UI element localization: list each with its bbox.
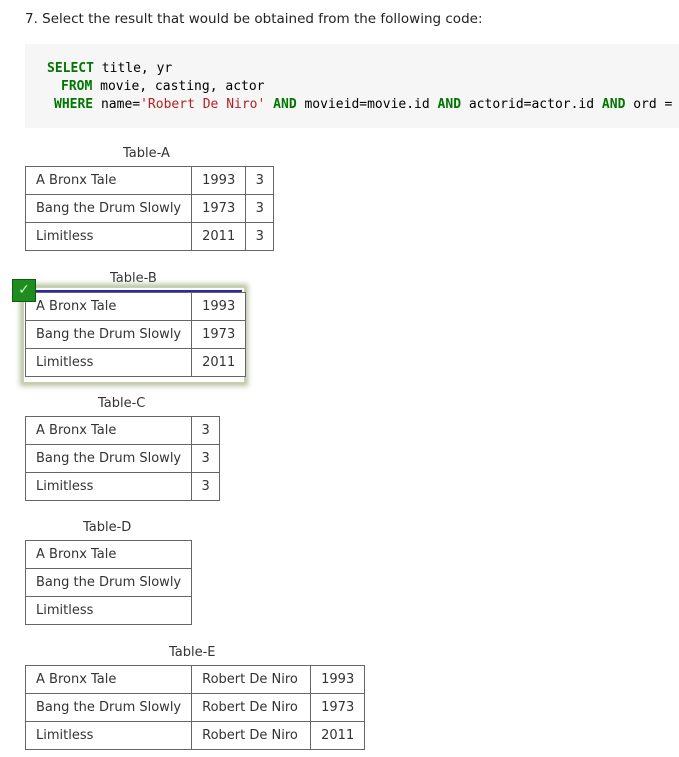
option-table-c[interactable]: A Bronx Tale 3 Bang the Drum Slowly 3 Li… (24, 416, 221, 501)
cell-ord: 3 (191, 472, 221, 501)
cell-year: 2011 (191, 222, 247, 251)
cell-title: A Bronx Tale (24, 292, 193, 321)
table-row: A Bronx Tale 1993 (24, 292, 247, 321)
cell-year: 1993 (310, 665, 366, 694)
cell-title: Bang the Drum Slowly (24, 194, 193, 223)
keyword-and-3: AND (601, 97, 626, 112)
where-name: name= (93, 97, 141, 112)
keyword-and-2: AND (437, 97, 462, 112)
cell-actor-name: Robert De Niro (191, 693, 312, 722)
cell-year: 2011 (191, 348, 247, 377)
cell-year: 1973 (191, 320, 247, 349)
table-row: Bang the Drum Slowly (24, 568, 193, 597)
cell-ord: 3 (245, 166, 275, 195)
question-text: 7. Select the result that would be obtai… (25, 11, 483, 27)
table-row: Bang the Drum Slowly 1973 (24, 320, 247, 349)
cell-title: A Bronx Tale (24, 665, 193, 694)
cell-year: 1993 (191, 292, 247, 321)
cell-ord: 3 (191, 444, 221, 473)
where-ord: ord = (625, 97, 679, 112)
cell-year: 1993 (191, 166, 247, 195)
select-columns: title, yr (93, 61, 173, 76)
cell-ord: 3 (191, 416, 221, 445)
cell-title: Limitless (24, 222, 193, 251)
cell-title: Limitless (24, 721, 193, 750)
table-e-caption: Table-E (169, 645, 216, 660)
cell-title: Bang the Drum Slowly (24, 444, 193, 473)
cell-title: Bang the Drum Slowly (24, 693, 193, 722)
table-row: A Bronx Tale 1993 3 (24, 166, 275, 195)
table-b-caption: Table-B (110, 271, 157, 286)
keyword-select: SELECT (47, 61, 94, 76)
cell-actor-name: Robert De Niro (191, 721, 312, 750)
cell-title: Limitless (24, 472, 193, 501)
keyword-and-1: AND (273, 97, 297, 112)
cell-title: Limitless (24, 348, 193, 377)
code-line-from: FROM movie, casting, actor (61, 78, 265, 96)
table-row: Limitless Robert De Niro 2011 (24, 721, 366, 750)
option-table-d[interactable]: A Bronx Tale Bang the Drum Slowly Limitl… (24, 540, 193, 625)
where-movieid: movieid=movie.id (296, 97, 438, 112)
option-table-a[interactable]: A Bronx Tale 1993 3 Bang the Drum Slowly… (24, 166, 275, 251)
cell-year: 1973 (310, 693, 366, 722)
cell-title: A Bronx Tale (24, 416, 193, 445)
cell-title: A Bronx Tale (24, 540, 193, 569)
cell-actor-name: Robert De Niro (191, 665, 312, 694)
table-row: A Bronx Tale Robert De Niro 1993 (24, 665, 366, 694)
selected-topline (25, 290, 242, 292)
table-row: Bang the Drum Slowly 1973 3 (24, 194, 275, 223)
string-literal: 'Robert De Niro' (140, 97, 266, 112)
cell-title: Bang the Drum Slowly (24, 320, 193, 349)
cell-ord: 3 (245, 194, 275, 223)
table-c-caption: Table-C (98, 396, 146, 411)
table-row: Limitless 2011 3 (24, 222, 275, 251)
table-row: Limitless 3 (24, 472, 221, 501)
from-tables: movie, casting, actor (92, 79, 265, 94)
keyword-where: WHERE (54, 97, 94, 112)
table-row: A Bronx Tale 3 (24, 416, 221, 445)
keyword-from: FROM (61, 79, 93, 94)
option-table-b[interactable]: A Bronx Tale 1993 Bang the Drum Slowly 1… (24, 292, 247, 377)
table-a-caption: Table-A (123, 146, 170, 161)
option-table-e[interactable]: A Bronx Tale Robert De Niro 1993 Bang th… (24, 665, 366, 750)
cell-title: Limitless (24, 596, 193, 625)
table-row: A Bronx Tale (24, 540, 193, 569)
code-line-select: SELECT title, yr (47, 60, 172, 78)
cell-title: Bang the Drum Slowly (24, 568, 193, 597)
cell-year: 1973 (191, 194, 247, 223)
code-line-where: WHERE name='Robert De Niro' AND movieid=… (54, 96, 679, 114)
checkmark-icon[interactable]: ✓ (12, 279, 36, 302)
cell-year: 2011 (310, 721, 366, 750)
code-block: SELECT title, yr FROM movie, casting, ac… (25, 44, 679, 128)
cell-ord: 3 (245, 222, 275, 251)
where-actorid: actorid=actor.id (461, 97, 602, 112)
table-row: Bang the Drum Slowly Robert De Niro 1973 (24, 693, 366, 722)
table-row: Bang the Drum Slowly 3 (24, 444, 221, 473)
table-row: Limitless 2011 (24, 348, 247, 377)
cell-title: A Bronx Tale (24, 166, 193, 195)
table-row: Limitless (24, 596, 193, 625)
table-d-caption: Table-D (83, 520, 132, 535)
